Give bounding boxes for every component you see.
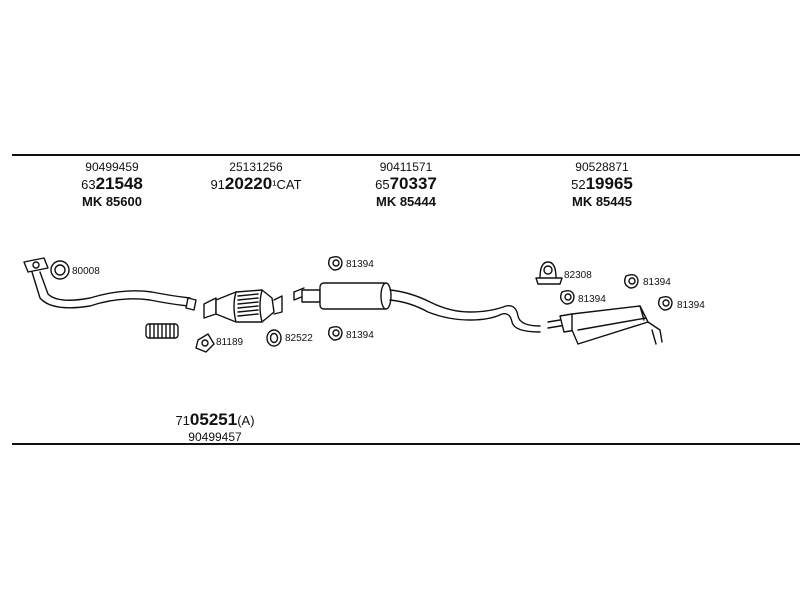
part-label-81394-b: 81394: [346, 330, 374, 341]
hanger-81394-a-drawing: [327, 255, 343, 271]
part-label-front-pipe: 90499459 6321548 MK 85600: [62, 160, 162, 209]
mounting-kit: MK 85444: [376, 194, 436, 209]
flex-hose-drawing: [145, 323, 179, 339]
part-label-81394-d: 81394: [578, 294, 606, 305]
clamp-82308-drawing: [535, 261, 563, 285]
oe-number: 25131256: [229, 160, 283, 174]
gasket-81189-drawing: [195, 333, 215, 353]
oe-number: 90411571: [379, 160, 433, 174]
part-label-82308: 82308: [564, 270, 592, 281]
gasket-82522-drawing: [266, 329, 282, 347]
rear-silencer-drawing: [547, 305, 663, 345]
part-number: 5219965: [571, 174, 633, 193]
mounting-kit: MK 85600: [82, 194, 142, 209]
middle-silencer-drawing: [293, 282, 541, 333]
part-number: 9120220¹CAT: [210, 174, 302, 193]
top-rule: [12, 154, 800, 156]
part-label-81394-c: 81394: [643, 277, 671, 288]
mounting-kit: MK 85445: [572, 194, 632, 209]
part-label-81394-a: 81394: [346, 259, 374, 270]
hanger-81394-c-drawing: [623, 273, 639, 289]
part-number: 6321548: [81, 174, 143, 193]
hanger-81394-d-drawing: [559, 289, 575, 305]
hanger-81394-e-drawing: [657, 295, 673, 311]
part-label-catalyst: 25131256 9120220¹CAT: [196, 160, 316, 194]
catalyst-drawing: [203, 289, 283, 323]
oe-number: 90528871: [575, 160, 629, 174]
part-label-80008: 80008: [72, 266, 100, 277]
oe-number: 90499459: [85, 160, 139, 174]
part-number: 6570337: [375, 174, 437, 193]
part-number: 7105251(A): [175, 410, 255, 429]
part-label-82522: 82522: [285, 333, 313, 344]
gasket-80008-drawing: [50, 260, 70, 280]
hanger-81394-b-drawing: [327, 325, 343, 341]
part-label-middle-silencer: 90411571 6570337 MK 85444: [356, 160, 456, 209]
part-label-rear-silencer: 90528871 5219965 MK 85445: [552, 160, 652, 209]
part-label-front-pipe-alt: 7105251(A) 90499457: [150, 410, 280, 444]
oe-number: 90499457: [188, 430, 242, 444]
part-label-81189: 81189: [216, 337, 244, 348]
part-label-81394-e: 81394: [677, 300, 705, 311]
front-pipe-drawing: [23, 257, 197, 311]
bottom-rule: [12, 443, 800, 445]
